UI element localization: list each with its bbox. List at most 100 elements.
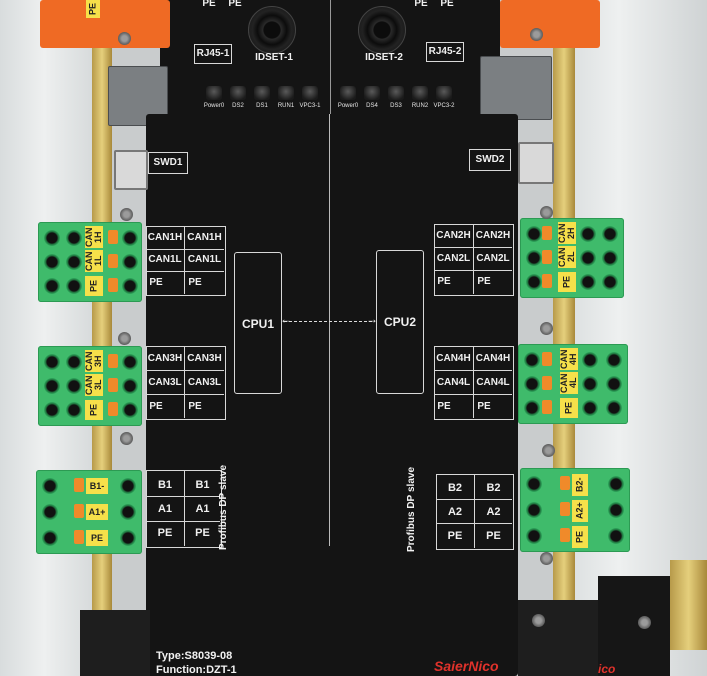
led-power0-right bbox=[340, 86, 356, 100]
bottom-mount-left bbox=[80, 610, 150, 676]
led-label-ds4: DS4 bbox=[366, 103, 378, 109]
terminal-label-b1: B1- bbox=[86, 478, 108, 494]
can4l-b: CAN4L bbox=[476, 377, 510, 388]
a1-a: A1 bbox=[157, 503, 173, 515]
can1h-b: CAN1H bbox=[187, 232, 222, 243]
main-board: SWD1 SWD2 CPU1 CPU2 ← → CAN1H CAN1H CAN1… bbox=[146, 114, 518, 676]
a2-a: A2 bbox=[447, 506, 463, 518]
cpu1-label: CPU1 bbox=[241, 317, 274, 331]
can3l-a: CAN3L bbox=[148, 377, 182, 388]
rj45-1-label: RJ45-1 bbox=[194, 44, 232, 64]
led-ds4 bbox=[364, 86, 380, 100]
led-run2 bbox=[412, 86, 428, 100]
can-right-table-1 bbox=[434, 224, 514, 296]
led-ds1 bbox=[254, 86, 270, 100]
b1-b: B1 bbox=[195, 479, 210, 491]
screw-icon bbox=[120, 432, 133, 445]
terminal-label-can2l: CAN 2L bbox=[557, 246, 576, 268]
idset-2-dial[interactable] bbox=[358, 6, 406, 54]
terminal-label-pe-dp1: PE bbox=[86, 530, 108, 546]
swd2-text: SWD2 bbox=[475, 154, 505, 165]
cpu2-chip: CPU2 bbox=[376, 250, 424, 394]
terminal-label-can1l: CAN 1L bbox=[84, 250, 103, 272]
led-ds3 bbox=[388, 86, 404, 100]
pe-dp-left-b: PE bbox=[195, 527, 210, 539]
can2h-b: CAN2H bbox=[475, 230, 511, 241]
terminal-label-pe-3: PE bbox=[85, 400, 103, 420]
led-label-ds3: DS3 bbox=[390, 103, 402, 109]
terminal-can1-left: CAN 1H CAN 1L PE bbox=[38, 222, 142, 302]
b1-a: B1 bbox=[157, 479, 173, 491]
brand-logo: SaierNico bbox=[434, 658, 499, 674]
cpu2-label: CPU2 bbox=[383, 315, 416, 329]
led-vpc3-1 bbox=[302, 86, 318, 100]
terminal-can2-right: CAN 2H CAN 2L PE bbox=[520, 218, 624, 298]
pe-dp-left-a: PE bbox=[157, 527, 173, 539]
a1-b: A1 bbox=[195, 503, 210, 515]
pe-dp-right-b: PE bbox=[486, 530, 501, 542]
adjacent-brand-fragment: ico bbox=[598, 662, 616, 676]
terminal-label-can3l: CAN 3L bbox=[84, 374, 103, 396]
terminal-label-pe-4: PE bbox=[560, 398, 578, 418]
swd1-label: SWD1 bbox=[148, 152, 188, 174]
led-power0-left bbox=[206, 86, 222, 100]
orange-terminal-left: PE bbox=[40, 0, 170, 48]
top-pe-4: PE bbox=[440, 0, 454, 9]
terminal-label-b2: B2- bbox=[572, 474, 588, 496]
profibus-left-text: Profibus DP bbox=[218, 492, 229, 550]
profibus-right-text: Profibus DP bbox=[406, 494, 417, 552]
can1l-b: CAN1L bbox=[187, 254, 222, 265]
profibus-left-label: Profibus DP slave bbox=[218, 464, 248, 550]
terminal-can3-left: CAN 3H CAN 3L PE bbox=[38, 346, 142, 426]
can2l-b: CAN2L bbox=[476, 253, 510, 264]
din-rail-left bbox=[0, 0, 110, 676]
can2l-a: CAN2L bbox=[436, 253, 471, 264]
type-label: Type:S8039-08 bbox=[156, 650, 233, 662]
pe-dp-right-a: PE bbox=[447, 530, 463, 542]
b2-b: B2 bbox=[486, 482, 501, 494]
screw-icon bbox=[530, 28, 543, 41]
led-ds2 bbox=[230, 86, 246, 100]
terminal-label-pe-2: PE bbox=[558, 272, 576, 292]
b2-a: B2 bbox=[447, 482, 463, 494]
led-label-run2: RUN2 bbox=[411, 103, 429, 109]
screw-icon bbox=[120, 208, 133, 221]
rj45-2-port[interactable] bbox=[480, 56, 552, 120]
can-left-table-2 bbox=[146, 346, 226, 420]
led-label-ds1: DS1 bbox=[256, 103, 268, 109]
screw-icon bbox=[540, 552, 553, 565]
idset-1-dial[interactable] bbox=[248, 6, 296, 54]
pe-right-2a: PE bbox=[437, 401, 451, 412]
upper-board: PE PE PE PE IDSET-1 IDSET-2 RJ45-1 RJ45-… bbox=[160, 0, 500, 120]
orange-pe-label: PE bbox=[86, 0, 100, 18]
led-run1 bbox=[278, 86, 294, 100]
terminal-can4-right: CAN 4H CAN 4L PE bbox=[518, 344, 628, 424]
terminal-label-can2h: CAN 2H bbox=[557, 222, 576, 244]
function-label: Function:DZT-1 bbox=[156, 664, 237, 676]
pe-left-1a: PE bbox=[149, 277, 163, 288]
led-label-power0-left: Power0 bbox=[203, 103, 225, 109]
terminal-label-a1: A1+ bbox=[86, 504, 108, 520]
screw-icon bbox=[542, 444, 555, 457]
rj45-2-label: RJ45-2 bbox=[426, 42, 464, 62]
led-label-vpc3-1: VPC3-1 bbox=[299, 103, 321, 109]
led-label-power0-right: Power0 bbox=[337, 103, 359, 109]
can3h-b: CAN3H bbox=[187, 353, 222, 364]
arrow-right-icon: → bbox=[366, 312, 378, 326]
can3h-a: CAN3H bbox=[147, 353, 183, 364]
terminal-label-pe-dp2: PE bbox=[572, 526, 588, 548]
screw-icon bbox=[540, 322, 553, 335]
dp-right-table bbox=[436, 474, 514, 550]
profibus-left-sub: slave bbox=[218, 464, 229, 490]
idset-1-label: IDSET-1 bbox=[255, 52, 293, 63]
terminal-label-can3h: CAN 3H bbox=[84, 350, 103, 372]
top-pe-3: PE bbox=[414, 0, 428, 9]
can1h-a: CAN1H bbox=[147, 232, 183, 243]
arrow-left-icon: ← bbox=[280, 312, 292, 326]
top-pe-2: PE bbox=[228, 0, 242, 9]
pe-left-1b: PE bbox=[188, 277, 202, 288]
swd2-usb-port[interactable] bbox=[518, 142, 554, 184]
top-pe-1: PE bbox=[202, 0, 216, 9]
profibus-right-label: Profibus DP slave bbox=[406, 466, 436, 552]
swd1-usb-port[interactable] bbox=[114, 150, 148, 190]
